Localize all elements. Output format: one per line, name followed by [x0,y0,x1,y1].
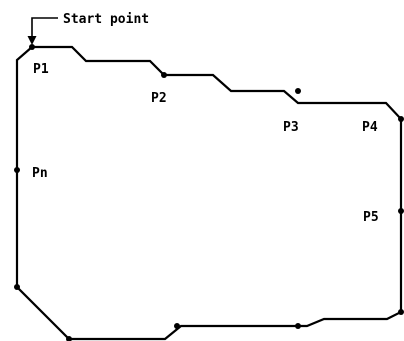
point-marker [14,284,20,290]
start-point-leader [31,17,58,41]
point-p5-marker [398,208,404,214]
point-p3-label: P3 [283,120,299,135]
point-p4-marker [398,116,404,122]
point-p4-label: P4 [362,120,378,135]
point-p2-label: P2 [151,91,167,106]
point-p1-marker [29,44,35,50]
point-marker [174,323,180,329]
contour-path [15,45,403,341]
point-marker [66,336,72,341]
point-p5-label: P5 [363,210,379,225]
start-point-arrow-icon [27,36,37,45]
point-p3-marker [295,88,301,94]
point-pn-label: Pn [32,166,48,181]
point-p1-label: P1 [33,62,49,77]
point-marker [295,323,301,329]
start-point-label: Start point [63,12,149,27]
point-p2-marker [161,72,167,78]
point-marker [398,309,404,315]
point-pn-marker [14,167,20,173]
